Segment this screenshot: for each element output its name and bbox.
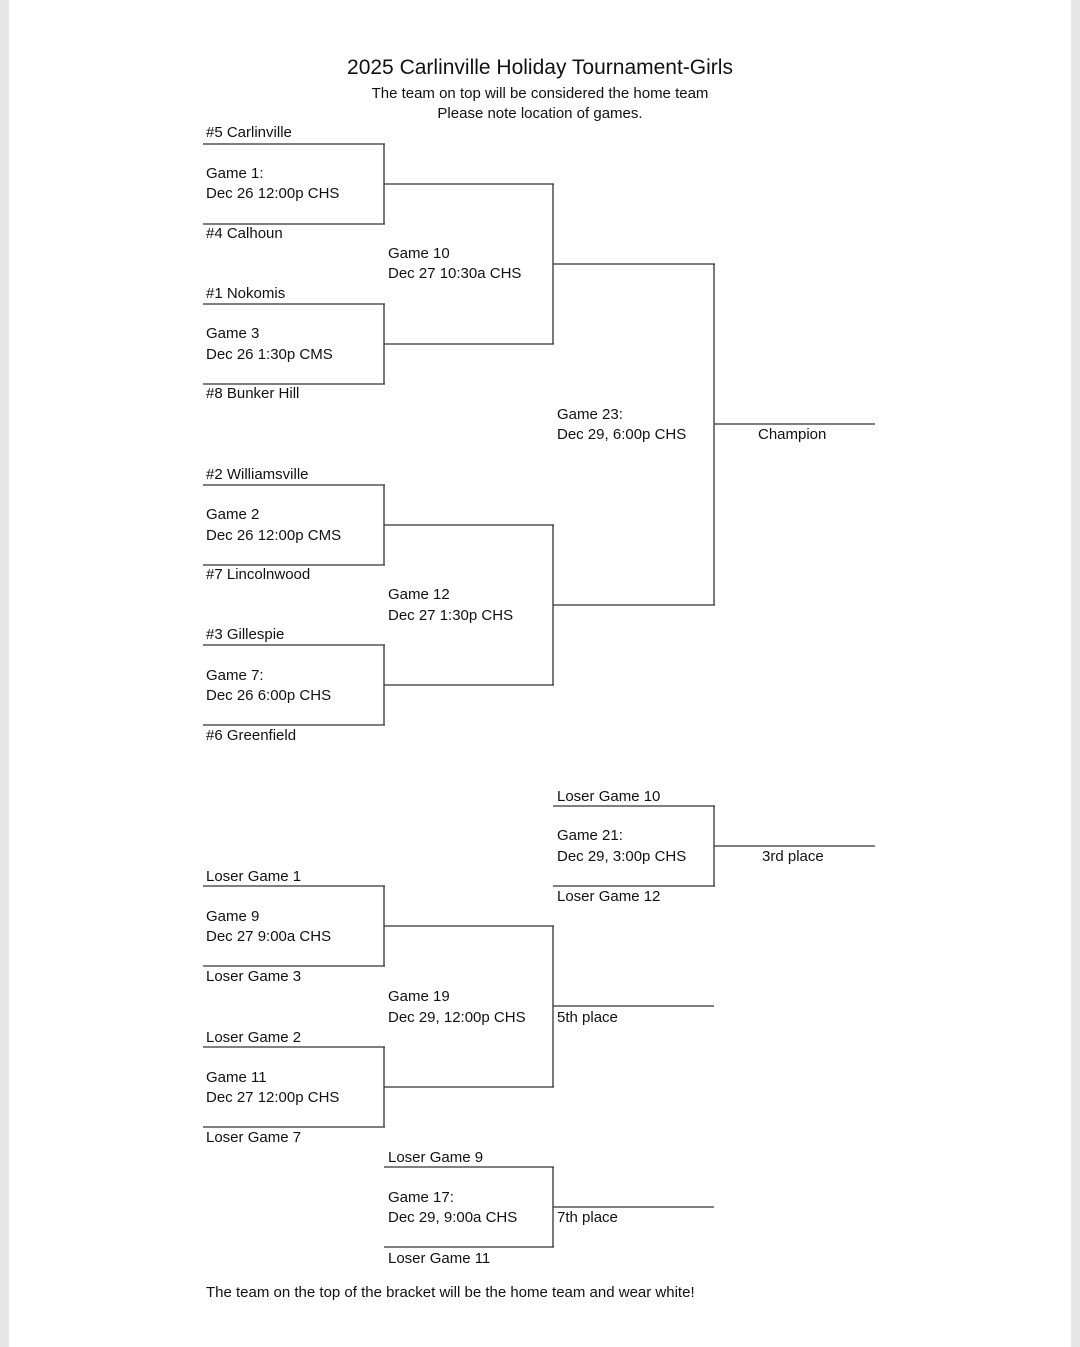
game-1-label: Game 1: <box>206 165 264 182</box>
team-label: #8 Bunker Hill <box>206 385 300 402</box>
loser-label: Loser Game 1 <box>206 868 302 885</box>
third-place-label: 3rd place <box>762 848 824 865</box>
game-7-time: Dec 26 6:00p CHS <box>206 687 332 704</box>
game-23-label: Game 23: <box>557 406 623 423</box>
game-2-label: Game 2 <box>206 506 260 523</box>
game-11-label: Game 11 <box>206 1069 267 1086</box>
game-19-time: Dec 29, 12:00p CHS <box>388 1009 526 1026</box>
game-11-time: Dec 27 12:00p CHS <box>206 1089 340 1106</box>
team-label: #2 Williamsville <box>206 466 309 483</box>
game-17-label: Game 17: <box>388 1189 454 1206</box>
team-label: #7 Lincolnwood <box>206 566 311 583</box>
game-3-time: Dec 26 1:30p CMS <box>206 346 333 363</box>
game-21-label: Game 21: <box>557 827 623 844</box>
game-7-label: Game 7: <box>206 667 264 684</box>
team-label: #6 Greenfield <box>206 727 297 744</box>
subtitle-location: Please note location of games. <box>437 105 643 122</box>
game-10-label: Game 10 <box>388 245 450 262</box>
fifth-place-label: 5th place <box>557 1009 618 1026</box>
page-title: 2025 Carlinville Holiday Tournament-Girl… <box>347 56 733 79</box>
game-9-time: Dec 27 9:00a CHS <box>206 928 332 945</box>
subtitle-home-team: The team on top will be considered the h… <box>371 85 709 102</box>
game-9-label: Game 9 <box>206 908 260 925</box>
game-12-time: Dec 27 1:30p CHS <box>388 607 514 624</box>
team-label: #1 Nokomis <box>206 285 286 302</box>
game-17-time: Dec 29, 9:00a CHS <box>388 1209 518 1226</box>
document-page <box>9 0 1071 1347</box>
team-label: #3 Gillespie <box>206 626 285 643</box>
team-label: #4 Calhoun <box>206 225 283 242</box>
loser-label: Loser Game 2 <box>206 1029 302 1046</box>
loser-label: Loser Game 12 <box>557 888 661 905</box>
loser-label: Loser Game 3 <box>206 968 302 985</box>
game-19-label: Game 19 <box>388 988 450 1005</box>
game-23-time: Dec 29, 6:00p CHS <box>557 426 687 443</box>
game-2-time: Dec 26 12:00p CMS <box>206 527 342 544</box>
loser-label: Loser Game 9 <box>388 1149 484 1166</box>
seventh-place-label: 7th place <box>557 1209 618 1226</box>
loser-label: Loser Game 10 <box>557 788 661 805</box>
game-12-label: Game 12 <box>388 586 450 603</box>
team-label: #5 Carlinville <box>206 124 292 141</box>
loser-label: Loser Game 7 <box>206 1129 302 1146</box>
loser-label: Loser Game 11 <box>388 1250 491 1267</box>
footer-note: The team on the top of the bracket will … <box>206 1284 695 1301</box>
game-21-time: Dec 29, 3:00p CHS <box>557 848 687 865</box>
game-10-time: Dec 27 10:30a CHS <box>388 265 522 282</box>
game-1-time: Dec 26 12:00p CHS <box>206 185 340 202</box>
champion-label: Champion <box>758 426 827 443</box>
game-3-label: Game 3 <box>206 325 260 342</box>
